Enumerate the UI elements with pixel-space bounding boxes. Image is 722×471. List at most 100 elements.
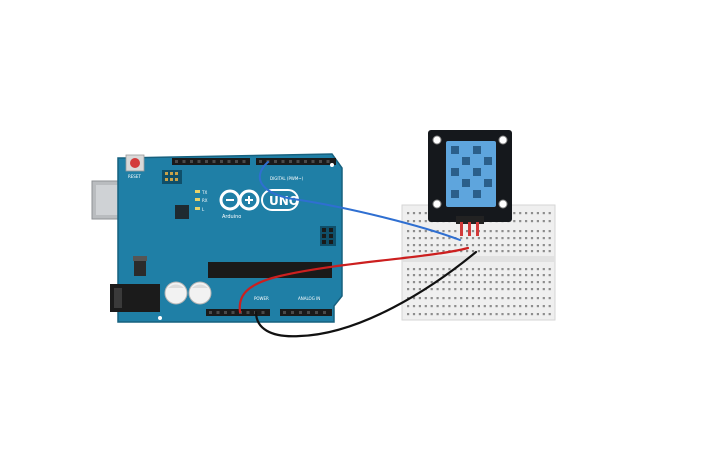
capacitor-2 — [188, 281, 212, 305]
breadboard-hole — [548, 281, 551, 284]
breadboard-holes — [407, 212, 551, 316]
breadboard-hole — [460, 297, 463, 300]
grille-cell — [451, 146, 459, 154]
breadboard-hole — [519, 250, 522, 253]
breadboard-hole — [430, 237, 433, 240]
breadboard-hole — [483, 305, 486, 308]
breadboard-hole — [442, 281, 445, 284]
breadboard-hole — [489, 230, 492, 233]
breadboard-hole — [489, 237, 492, 240]
breadboard-hole — [507, 268, 510, 271]
gnd-wire[interactable] — [254, 250, 478, 338]
breadboard-hole — [483, 244, 486, 247]
header-pin — [304, 160, 307, 163]
breadboard-hole — [507, 274, 510, 277]
header-pin — [283, 311, 286, 314]
breadboard-hole — [525, 237, 528, 240]
breadboard-hole — [436, 250, 439, 253]
breadboard-hole — [507, 244, 510, 247]
breadboard-hole — [542, 244, 545, 247]
breadboard-hole — [430, 268, 433, 271]
breadboard-hole — [536, 220, 539, 223]
breadboard-hole — [507, 313, 510, 316]
uno-logo-text: UNO — [269, 194, 299, 208]
breadboard-hole — [501, 237, 504, 240]
reset-button[interactable] — [130, 158, 140, 168]
breadboard-hole — [471, 230, 475, 233]
breadboard-hole — [412, 237, 416, 240]
breadboard-hole — [501, 281, 504, 284]
breadboard-hole — [530, 281, 534, 284]
breadboard-hole — [448, 297, 451, 300]
breadboard-hole — [501, 305, 504, 308]
breadboard-hole — [519, 274, 522, 277]
breadboard-hole — [530, 230, 534, 233]
breadboard-hole — [483, 281, 486, 284]
grille-cell — [484, 157, 492, 165]
breadboard-hole — [477, 313, 480, 316]
atmega-chip — [208, 262, 332, 278]
breadboard-hole — [466, 237, 469, 240]
dht11-sensor-module — [428, 130, 512, 236]
breadboard-hole — [501, 230, 504, 233]
l-led — [195, 207, 200, 210]
breadboard-hole — [436, 244, 439, 247]
breadboard-hole — [548, 230, 551, 233]
breadboard-hole — [525, 250, 528, 253]
breadboard-hole — [442, 230, 445, 233]
breadboard-hole — [519, 268, 522, 271]
header-strip — [256, 158, 336, 165]
breadboard-hole — [477, 281, 480, 284]
breadboard-hole — [536, 313, 539, 316]
breadboard-hole — [519, 313, 522, 316]
breadboard-hole — [530, 244, 534, 247]
breadboard-hole — [436, 297, 439, 300]
data-wire[interactable] — [258, 161, 461, 241]
breadboard-hole — [548, 268, 551, 271]
breadboard-hole — [501, 268, 504, 271]
header-strip — [280, 309, 332, 316]
breadboard-hole — [460, 250, 463, 253]
breadboard-hole — [495, 244, 498, 247]
header-pin — [319, 160, 322, 163]
header-pin — [182, 160, 186, 163]
breadboard-hole — [448, 281, 451, 284]
breadboard-hole — [454, 288, 457, 291]
vcc-wire[interactable] — [238, 246, 470, 314]
voltage-regulator — [134, 260, 146, 276]
breadboard-hole — [548, 313, 551, 316]
header-pin — [224, 311, 227, 314]
breadboard-hole — [525, 281, 528, 284]
breadboard-hole — [489, 288, 492, 291]
digital-header-label: DIGITAL (PWM~) — [270, 176, 304, 181]
grille-cell — [451, 168, 459, 176]
breadboard-hole — [412, 244, 416, 247]
header-pin — [175, 160, 178, 163]
breadboard-hole — [471, 297, 475, 300]
breadboard-hole — [507, 237, 510, 240]
breadboard-hole — [407, 212, 410, 215]
breadboard-hole — [412, 230, 416, 233]
breadboard-hole — [418, 220, 421, 223]
arduino-brand-text: Arduino — [222, 214, 241, 220]
sensor-mount-hole — [498, 199, 508, 209]
sensor-grille — [451, 146, 492, 198]
breadboard-hole — [513, 220, 516, 223]
breadboard-hole — [424, 220, 427, 223]
breadboard-hole — [448, 288, 451, 291]
breadboard-hole — [489, 281, 492, 284]
breadboard-hole — [477, 237, 480, 240]
breadboard-hole — [495, 250, 498, 253]
breadboard-hole — [424, 250, 427, 253]
breadboard-hole — [466, 281, 469, 284]
regulator-tab — [133, 256, 147, 261]
breadboard-hole — [412, 220, 416, 223]
breadboard-hole — [495, 313, 498, 316]
breadboard-hole — [448, 305, 451, 308]
header-pin — [291, 311, 294, 314]
breadboard-hole — [542, 230, 545, 233]
breadboard-hole — [542, 281, 545, 284]
wires — [238, 161, 478, 338]
breadboard-hole — [407, 305, 410, 308]
